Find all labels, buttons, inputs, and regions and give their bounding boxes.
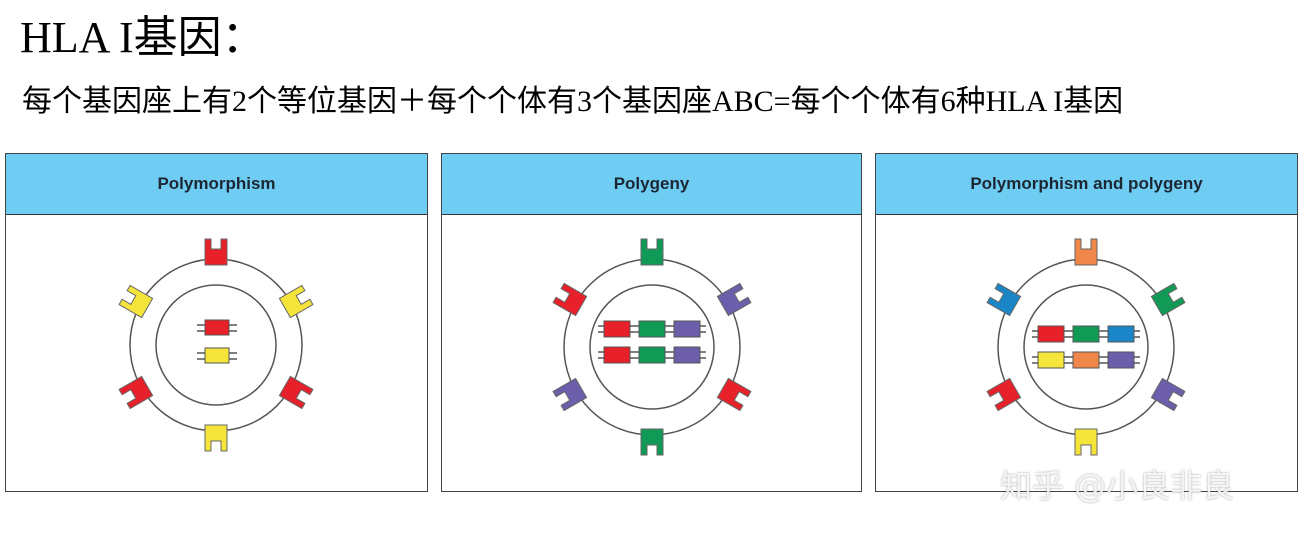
hla-red [278,375,314,410]
hla-red [552,282,588,317]
hla-purple [716,282,752,317]
gene-yellow [204,347,230,364]
panel-polymorphism: Polymorphism [5,153,428,492]
panel-header: Polymorphism [6,154,427,215]
panel-polymorphism-and-polygeny: Polymorphism and polygeny [875,153,1298,492]
gene-red [603,320,631,338]
watermark: 知乎 @小良非良 [1000,467,1235,505]
hla-red [986,377,1022,412]
gene-row [1032,325,1140,369]
panel-polygeny: Polygeny [441,153,862,492]
cell-diagram-polymorphism [118,238,314,452]
hla-purple [1150,377,1186,412]
gene-purple [673,346,701,364]
panel-header: Polygeny [442,154,861,215]
hla-green [1150,282,1186,317]
gene-orange [1072,351,1100,369]
hla-blue [986,282,1022,317]
hla-yellow [1074,428,1098,456]
gene-green [638,320,666,338]
hla-yellow [118,284,154,319]
slide-subtitle: 每个基因座上有2个等位基因＋每个个体有3个基因座ABC=每个个体有6种HLA I… [22,85,1124,118]
hla-molecules [986,238,1186,456]
gene-row [197,319,237,364]
hla-red [716,377,752,412]
gene-blue [1107,325,1135,343]
hla-molecules [552,238,752,456]
hla-yellow [204,424,228,452]
cell-diagram-polygeny [552,238,752,456]
gene-purple [1107,351,1135,369]
hla-green [640,428,664,456]
gene-green [638,346,666,364]
hla-yellow [278,284,314,319]
hla-orange [1074,238,1098,266]
hla-molecules [118,238,314,452]
nucleus [1023,284,1149,410]
gene-row [598,320,706,364]
slide-title: HLA I基因： [20,13,266,62]
gene-red [204,319,230,336]
gene-green [1072,325,1100,343]
nucleus [155,284,277,406]
hla-green [640,238,664,266]
hla-red [118,375,154,410]
gene-purple [673,320,701,338]
hla-red [204,238,228,266]
gene-red [603,346,631,364]
gene-yellow [1037,351,1065,369]
panel-header: Polymorphism and polygeny [876,154,1297,215]
gene-red [1037,325,1065,343]
cell-diagram-polymorphism-and-polygeny [986,238,1186,456]
hla-purple [552,377,588,412]
